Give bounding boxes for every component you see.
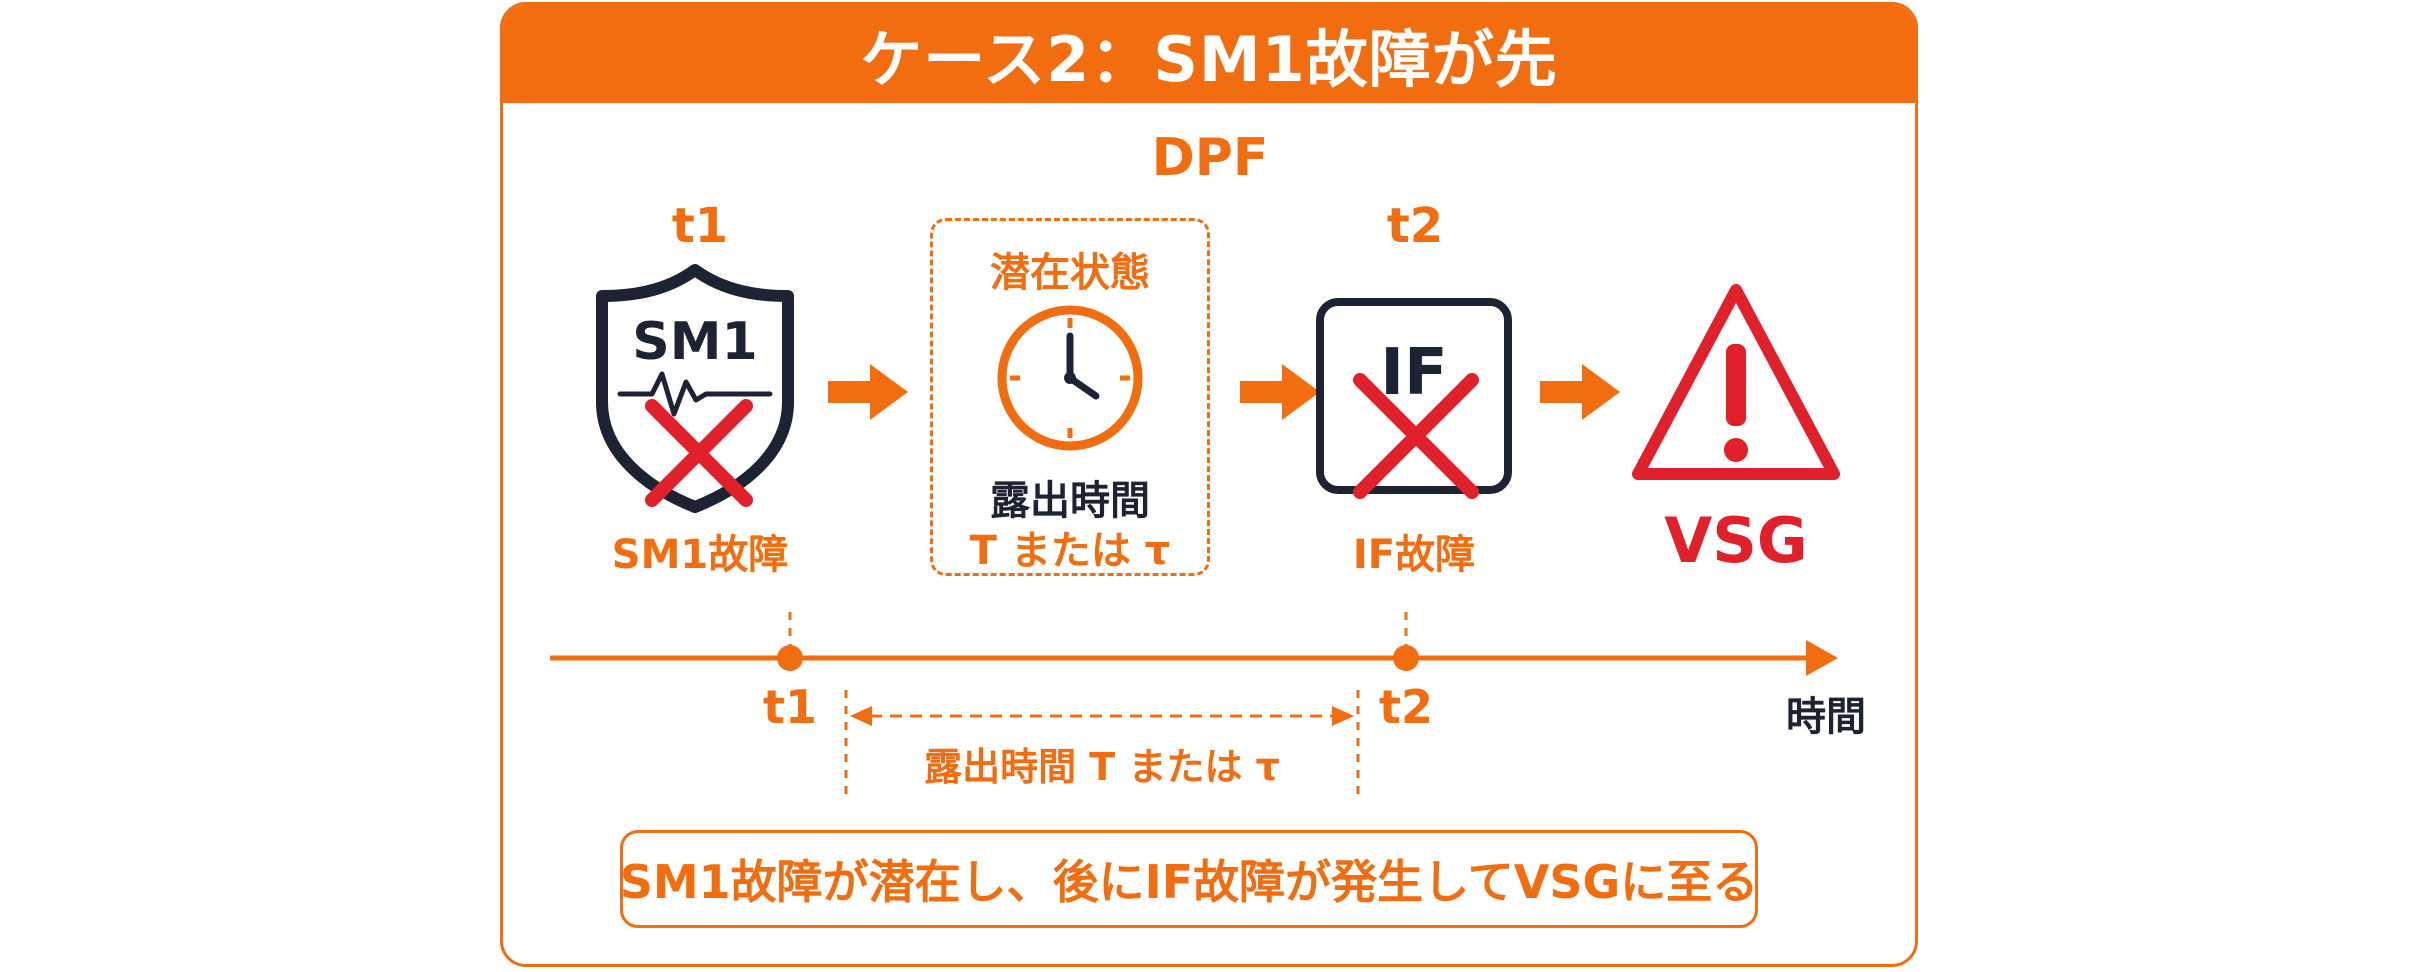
latent-state-box [930,218,1210,576]
sm1-shield-text: SM1 [632,312,758,372]
summary-text: SM1故障が潜在し、後にIF故障が発生してVSGに至る [619,855,1759,909]
warning-triangle-icon [1632,284,1840,480]
diagram-title: ケース2：SM1故障が先 [860,23,1558,96]
title-bar: ケース2：SM1故障が先 [503,5,1915,103]
timeline-t1-label: t1 [763,680,817,734]
if-caption: IF故障 [1352,532,1476,578]
if-box [1316,298,1512,494]
arrow-right-icon [1540,364,1620,420]
if-time-label: t2 [1386,198,1444,254]
latent-heading: 潜在状態 [990,250,1150,296]
dpf-label: DPF [1151,128,1269,188]
timeline-interval-label: 露出時間 T または τ [924,745,1280,789]
sm1-caption: SM1故障 [611,532,789,578]
summary-box: SM1故障が潜在し、後にIF故障が発生してVSGに至る [620,830,1758,928]
fault-x-icon [1353,373,1479,499]
timeline-axis-label: 時間 [1786,694,1866,740]
fault-x-icon [645,399,753,507]
arrow-right-icon [828,364,908,420]
clock-icon [997,305,1143,451]
latent-exposure-symbol: T または τ [969,528,1171,574]
sm1-time-label: t1 [671,198,729,254]
timeline-t2-label: t2 [1379,680,1433,734]
if-box-text: IF [1380,336,1448,410]
shield-icon [596,264,794,513]
arrow-right-icon [1240,364,1320,420]
vsg-caption: VSG [1664,504,1808,577]
latent-exposure-text: 露出時間 [990,478,1150,524]
